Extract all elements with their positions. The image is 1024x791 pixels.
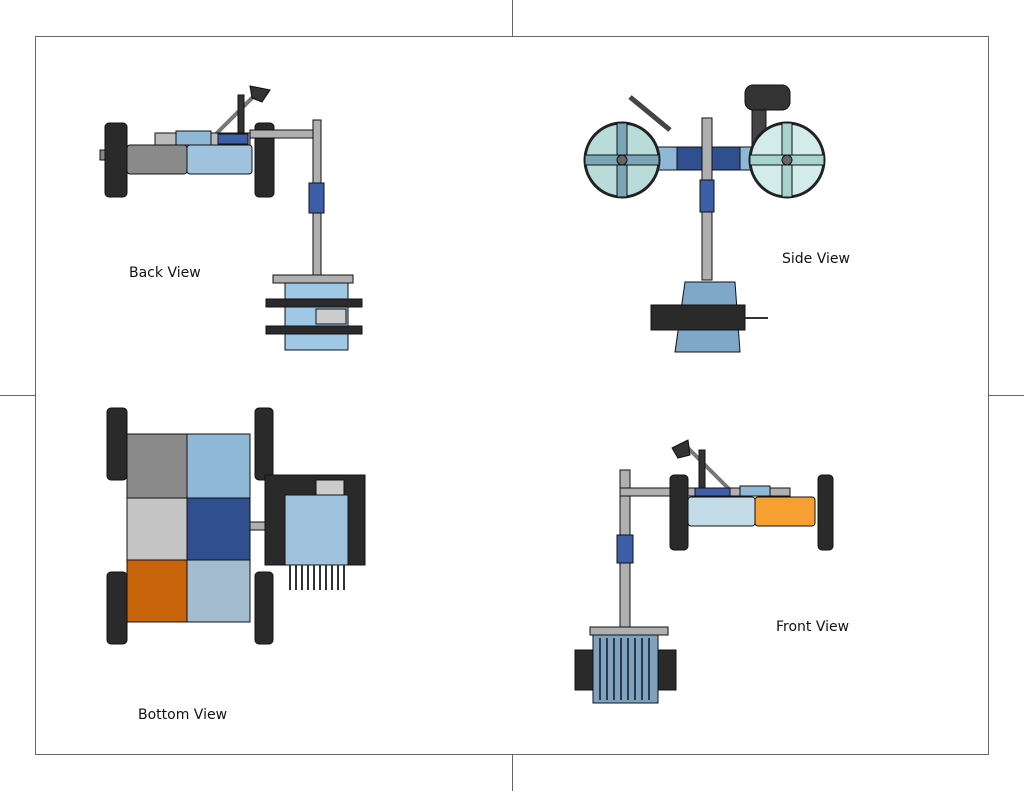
bottom-brushes [289, 565, 345, 590]
back-view-label: Back View [129, 265, 201, 281]
front-view-drawing [574, 439, 834, 704]
front-view-label: Front View [776, 619, 849, 635]
bottom-view-drawing [106, 407, 366, 645]
side-wheel-right [748, 121, 826, 199]
side-view-drawing [583, 84, 826, 353]
side-wheel-left [583, 121, 661, 199]
front-brush-stripes [599, 638, 650, 700]
side-view-label: Side View [782, 251, 850, 267]
back-view-drawing [99, 85, 363, 351]
bottom-view-label: Bottom View [138, 707, 227, 723]
